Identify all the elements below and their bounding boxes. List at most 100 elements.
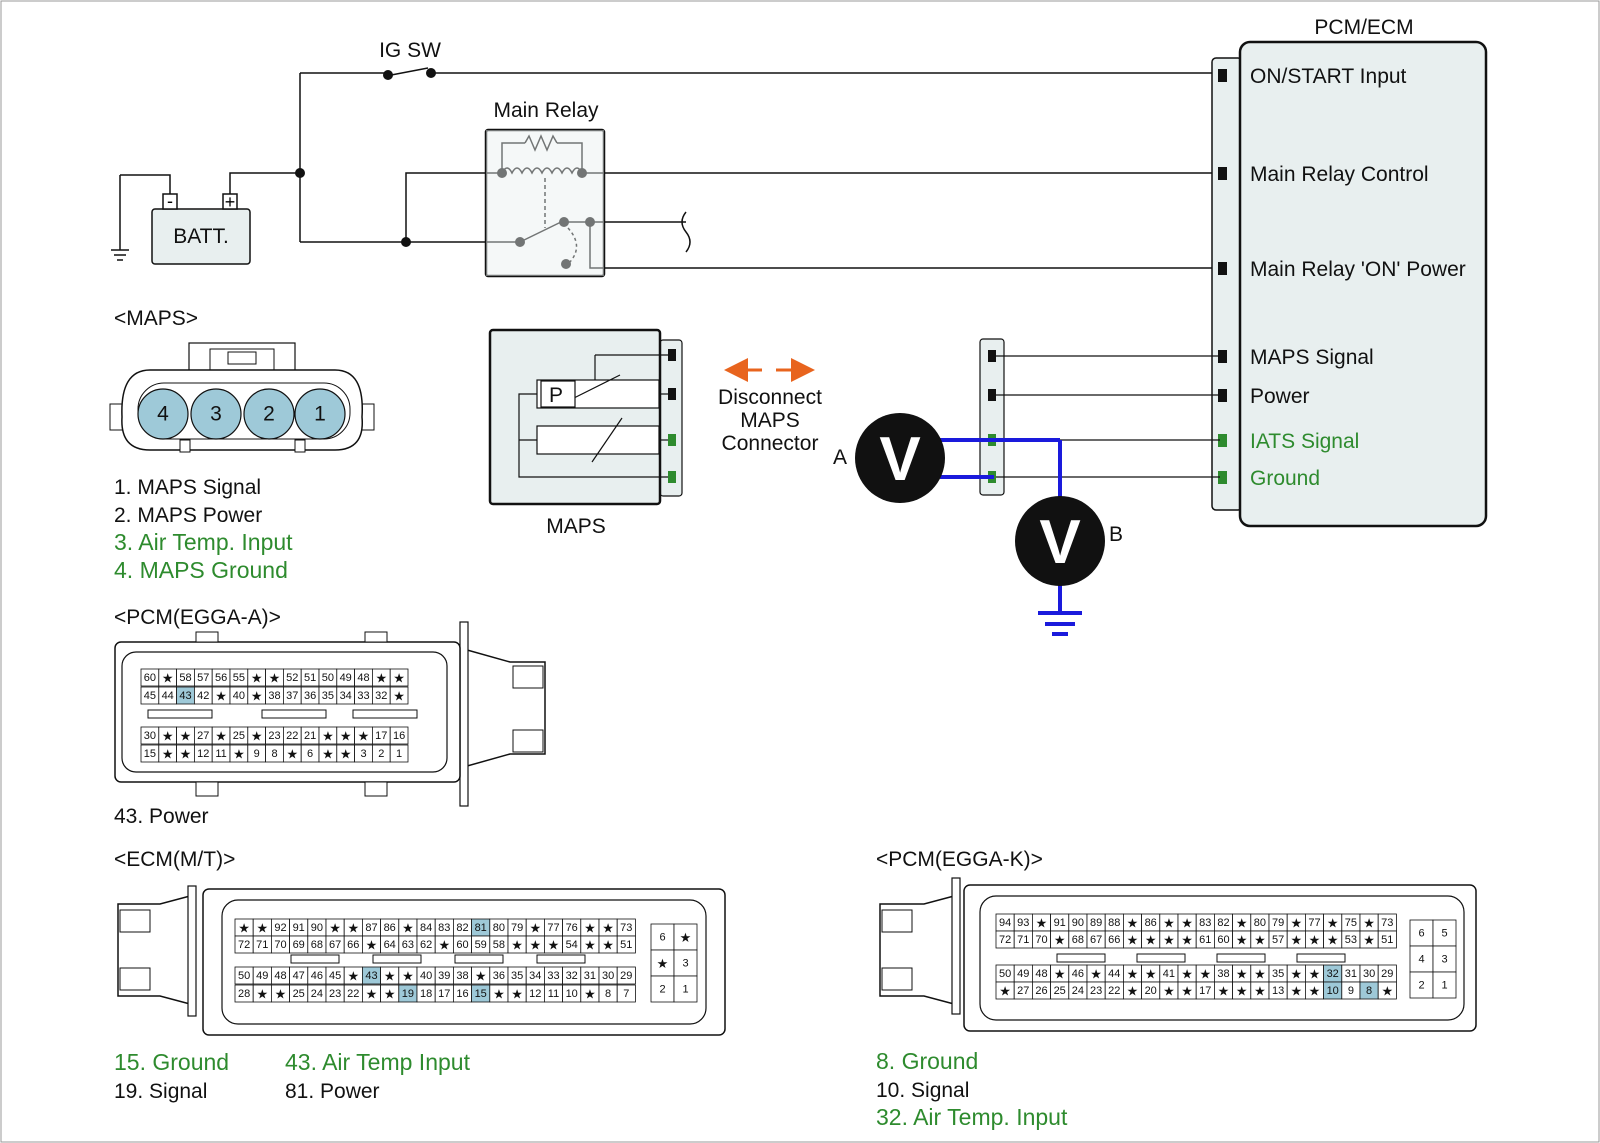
pin-number: 30 — [144, 730, 156, 742]
voltmeter-a: V A — [833, 413, 945, 503]
pin-number: ★ — [1163, 984, 1175, 999]
pin-number: 54 — [566, 939, 578, 951]
pin-number: 10 — [1327, 985, 1339, 997]
pin-number: 23 — [329, 988, 341, 1000]
legend-item: 4. MAPS Ground — [114, 557, 288, 583]
pin-number: 12 — [197, 748, 209, 760]
pin-number: 27 — [1017, 985, 1029, 997]
maps-pin-number: 1 — [314, 403, 326, 426]
pcm-pin-terminal — [1218, 262, 1227, 275]
pin-number: 67 — [1090, 934, 1102, 946]
pcm-pin-label: ON/START Input — [1250, 65, 1407, 88]
pin-number: 40 — [233, 690, 245, 702]
pin-number: 45 — [144, 690, 156, 702]
pin-number: ★ — [602, 938, 614, 953]
pin-number: ★ — [375, 671, 387, 686]
pcm-pin-label: MAPS Signal — [1250, 346, 1374, 369]
pin-number: 6 — [307, 748, 313, 760]
pcm-ecm-title: PCM/ECM — [1314, 16, 1413, 39]
pin-number: ★ — [1181, 916, 1193, 931]
pin-number: 31 — [584, 970, 596, 982]
pin-number: 46 — [1072, 968, 1084, 980]
pin-number: 5 — [1441, 928, 1447, 940]
pin-number: ★ — [393, 689, 405, 704]
pin-number: ★ — [1199, 967, 1211, 982]
maps-pin-number: 2 — [263, 403, 275, 426]
pin-number: 71 — [1017, 934, 1029, 946]
pin-number: ★ — [1309, 933, 1321, 948]
pin-number: 39 — [438, 970, 450, 982]
pin-number: 21 — [304, 730, 316, 742]
pin-number: ★ — [1254, 984, 1266, 999]
pin-number: ★ — [1181, 933, 1193, 948]
pin-number: 1 — [396, 748, 402, 760]
pin-number: 25 — [293, 988, 305, 1000]
pin-number: 92 — [274, 922, 286, 934]
pin-number: 91 — [1054, 917, 1066, 929]
pin-number: 46 — [311, 970, 323, 982]
pin-number: ★ — [584, 987, 596, 1002]
pin-number: 16 — [393, 730, 405, 742]
svg-text:MAPS: MAPS — [740, 409, 800, 432]
pin-number: 90 — [311, 922, 323, 934]
pin-number: ★ — [215, 689, 227, 704]
pin-number: 48 — [1035, 968, 1047, 980]
pin-number: 38 — [456, 970, 468, 982]
pin-number: 43 — [365, 970, 377, 982]
pin-number: 80 — [1254, 917, 1266, 929]
pin-number: 58 — [179, 672, 191, 684]
pin-number: 36 — [304, 690, 316, 702]
pin-number: 31 — [1345, 968, 1357, 980]
svg-text:Connector: Connector — [722, 432, 819, 455]
pin-number: ★ — [999, 984, 1011, 999]
pin-number: 43 — [179, 690, 191, 702]
pin-number: 68 — [1072, 934, 1084, 946]
pin-number: 17 — [1199, 985, 1211, 997]
pin-number: 28 — [238, 988, 250, 1000]
pin-number: 89 — [1090, 917, 1102, 929]
pin-number: ★ — [1236, 967, 1248, 982]
pin-number: 8 — [1366, 985, 1372, 997]
pin-number: ★ — [1145, 967, 1157, 982]
pin-number: 25 — [233, 730, 245, 742]
pin-number: 8 — [271, 748, 277, 760]
pin-number: ★ — [269, 671, 281, 686]
pin-number: ★ — [180, 747, 192, 762]
pin-number: 35 — [1272, 968, 1284, 980]
pin-number: 2 — [378, 748, 384, 760]
legend-item: 15. Ground — [114, 1049, 229, 1075]
pin-number: 1 — [682, 984, 688, 996]
pin-number: 70 — [274, 939, 286, 951]
pin-number: 60 — [144, 672, 156, 684]
pin-number: 10 — [566, 988, 578, 1000]
pin-number: ★ — [162, 671, 174, 686]
legend-item: 81. Power — [285, 1080, 380, 1103]
pin-number: ★ — [529, 921, 541, 936]
pin-number: 71 — [256, 939, 268, 951]
pin-number: 70 — [1035, 934, 1047, 946]
pcm-pin-label: Ground — [1250, 467, 1320, 490]
pin-number: ★ — [529, 938, 541, 953]
pin-number: 1 — [1441, 980, 1447, 992]
pin-number: 57 — [197, 672, 209, 684]
pin-number: ★ — [680, 930, 692, 945]
pin-number: ★ — [1145, 933, 1157, 948]
pin-number: 66 — [1108, 934, 1120, 946]
pin-number: 80 — [493, 922, 505, 934]
pin-number: 20 — [1145, 985, 1157, 997]
maps-connector-title: <MAPS> — [114, 307, 198, 330]
pin-number: 23 — [268, 730, 280, 742]
pin-number: 42 — [197, 690, 209, 702]
pin-number: ★ — [1290, 967, 1302, 982]
pin-number: ★ — [340, 747, 352, 762]
pin-number: ★ — [584, 921, 596, 936]
pin-number: 44 — [1108, 968, 1120, 980]
pin-number: 38 — [268, 690, 280, 702]
pin-number: ★ — [1127, 984, 1139, 999]
legend-item: 10. Signal — [876, 1079, 969, 1102]
